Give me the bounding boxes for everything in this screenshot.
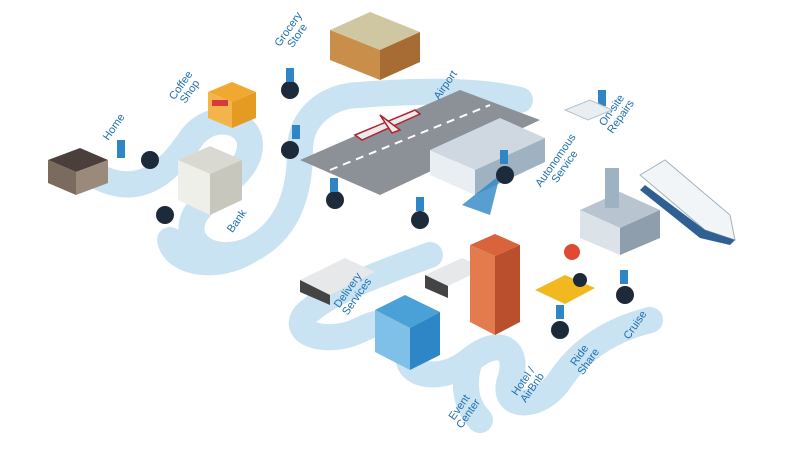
delivery-van-icon: [300, 258, 375, 305]
home-building: [48, 148, 108, 195]
person-icons: [117, 68, 628, 319]
bank-building: [178, 146, 242, 215]
repair-desk: [563, 99, 614, 121]
event-center-building: [375, 295, 440, 370]
grocery-store-building: [330, 12, 420, 80]
airplane-icon: [353, 109, 422, 141]
wheelchair-rider-icons: [141, 81, 634, 339]
hotel-building: [470, 234, 520, 335]
autonomous-beam: [462, 175, 500, 215]
runway: [300, 90, 540, 195]
cruise-terminal-building: [580, 168, 660, 255]
cruise-ship-icon: [639, 159, 736, 245]
ride-share-car-icon: [535, 244, 595, 304]
coffee-shop-building: [208, 82, 256, 128]
airport-terminal-building: [430, 118, 545, 195]
